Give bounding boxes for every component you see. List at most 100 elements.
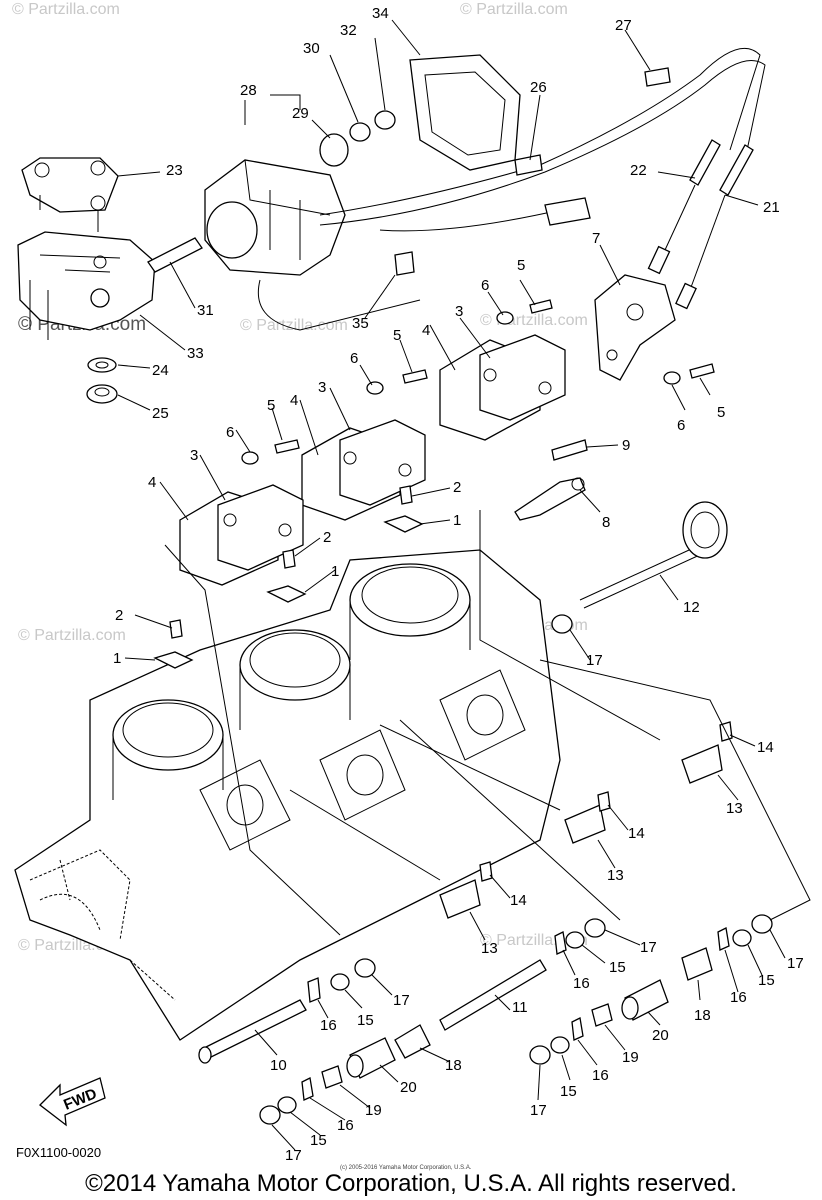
callout-4: 4 [148,474,156,491]
throttle-cable-22 [647,139,721,275]
callout-9: 9 [622,437,630,454]
callout-6: 6 [481,277,489,294]
spacers-17 [259,614,773,1125]
cable-bracket-7 [594,274,676,381]
solenoid-28 [204,159,421,331]
callout-15: 15 [310,1132,327,1149]
callout-6: 6 [226,424,234,441]
callout-15: 15 [609,959,626,976]
callout-14: 14 [510,892,527,909]
fwd-label: FWD [61,1085,99,1114]
callout-3: 3 [318,379,326,396]
callout-25: 25 [152,405,169,422]
pulleys-18 [394,947,713,1059]
screws-2 [169,485,413,639]
callout-5: 5 [717,404,725,421]
exhaust-valve-12 [579,501,728,609]
callout-26: 26 [530,79,547,96]
callout-16: 16 [592,1067,609,1084]
callout-labels: 34 32 30 28 29 27 26 23 22 21 7 31 5 6 3… [113,5,804,1164]
callout-15: 15 [758,972,775,989]
leader-lines [117,19,786,1151]
callout-2: 2 [453,479,461,496]
callout-3: 3 [190,447,198,464]
reference-lines [164,510,811,936]
cap-29 [319,133,349,167]
callout-10: 10 [270,1057,287,1074]
callout-28: 28 [240,82,257,99]
callout-13: 13 [726,800,743,817]
callout-17: 17 [787,955,804,972]
watermark: © Partzilla.com [18,627,126,644]
lever-8 [514,477,586,521]
bolts-5-6 [241,299,715,465]
callout-15: 15 [357,1012,374,1029]
clips-16 [301,927,730,1101]
callout-4: 4 [422,322,430,339]
callout-17: 17 [640,939,657,956]
bolt-31 [147,237,203,273]
clips-19 [321,1003,613,1089]
callout-5: 5 [393,327,401,344]
bolt-9 [551,439,588,461]
collars-20 [346,979,669,1079]
callout-32: 32 [340,22,357,39]
choke-cable-21 [675,144,754,310]
callout-2: 2 [323,529,331,546]
callout-2: 2 [115,607,123,624]
callout-4: 4 [290,392,298,409]
callout-14: 14 [628,825,645,842]
callout-6: 6 [350,350,358,367]
fwd-arrow: FWD [39,1077,106,1127]
callout-3: 3 [455,303,463,320]
callout-16: 16 [337,1117,354,1134]
watermark: © Partzilla.com [240,317,348,334]
callout-17: 17 [530,1102,547,1119]
washers-15 [277,929,752,1114]
callout-5: 5 [517,257,525,274]
diagram-code: F0X1100-0020 [16,1145,102,1160]
valve-cover-set-rear [439,334,566,441]
callout-17: 17 [586,652,603,669]
callout-16: 16 [730,989,747,1006]
callout-31: 31 [197,302,214,319]
callout-12: 12 [683,599,700,616]
valve-shaft-10 [198,999,307,1064]
callout-17: 17 [393,992,410,1009]
callout-13: 13 [607,867,624,884]
callout-15: 15 [560,1083,577,1100]
callout-29: 29 [292,105,309,122]
valve-cover-set-middle [301,419,426,521]
callout-1: 1 [331,563,339,580]
callout-20: 20 [400,1079,417,1096]
callout-16: 16 [320,1017,337,1034]
solenoid-bracket-23 [21,157,119,232]
callout-21: 21 [763,199,780,216]
callout-34: 34 [372,5,389,22]
nut-25 [86,384,118,404]
callout-18: 18 [694,1007,711,1024]
callout-7: 7 [592,230,600,247]
caps-1 [153,515,424,669]
washer-24 [87,357,117,373]
callout-19: 19 [365,1102,382,1119]
callout-1: 1 [453,512,461,529]
callout-5: 5 [267,397,275,414]
callout-17: 17 [285,1147,302,1164]
tiny-notice: (c) 2005-2016 Yamaha Motor Corporation, … [340,1165,472,1171]
watermark: © Partzilla.com [460,1,568,18]
callout-23: 23 [166,162,183,179]
copyright-notice: ©2014 Yamaha Motor Corporation, U.S.A. A… [85,1170,737,1197]
callout-13: 13 [481,940,498,957]
watermark: © Partzilla.com [480,312,588,329]
cylinder-block [14,549,561,1041]
callout-14: 14 [757,739,774,756]
callout-11: 11 [512,999,528,1016]
nut-32 [374,110,396,130]
callout-20: 20 [652,1027,669,1044]
gasket-34 [409,54,521,171]
callout-6: 6 [677,417,685,434]
holders-13 [439,744,723,919]
nut-30 [349,122,371,142]
